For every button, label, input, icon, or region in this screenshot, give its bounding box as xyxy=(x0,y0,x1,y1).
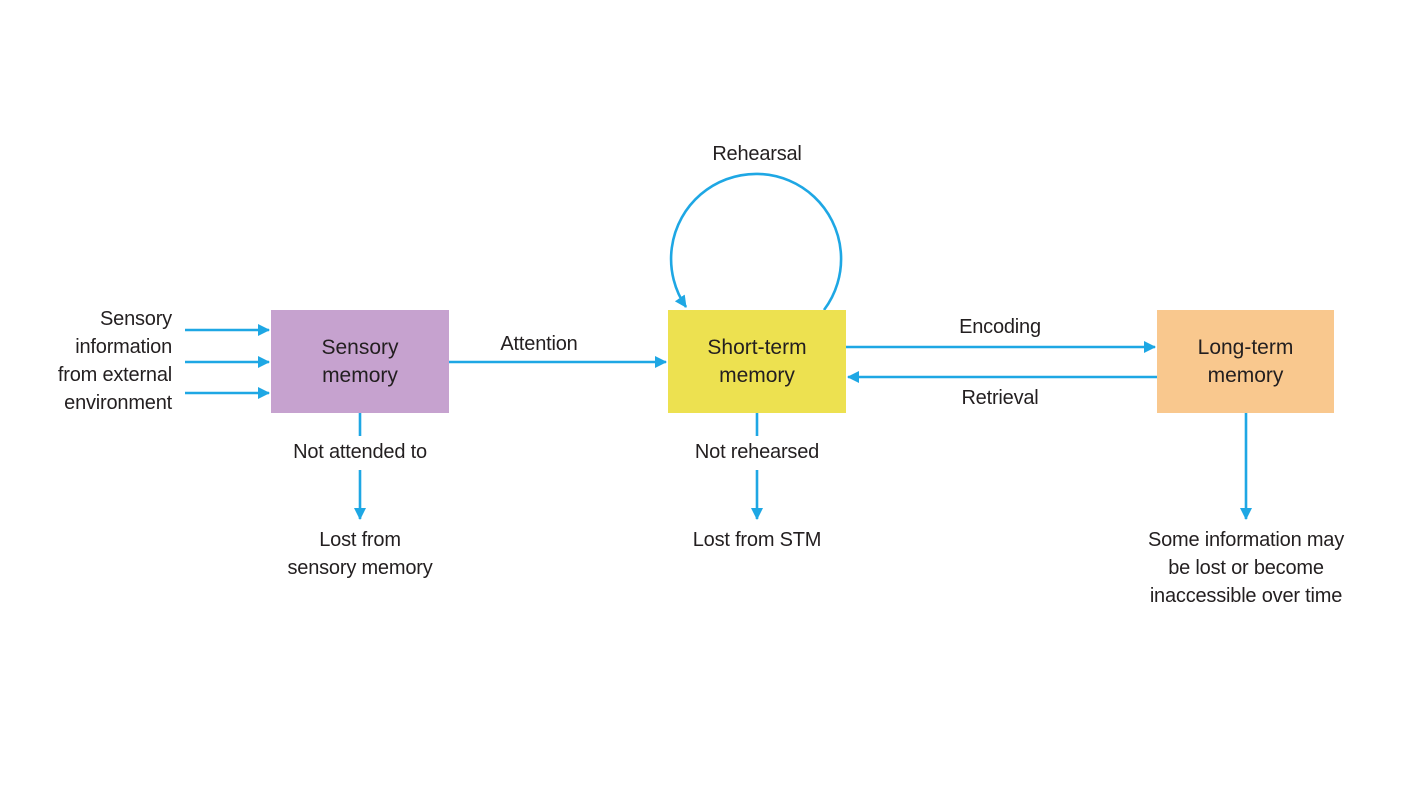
rehearsal-loop-arrow xyxy=(669,172,843,311)
retrieval-label: Retrieval xyxy=(961,387,1039,409)
not-rehearsed-label: Not rehearsed xyxy=(694,441,820,463)
rehearsal-label: Rehearsal xyxy=(712,143,802,165)
short-term-memory-box: Short-term memory xyxy=(668,310,846,413)
sensory-input-label: Sensory information from external enviro… xyxy=(57,308,172,414)
ltm-loss-label: Some information may be lost or become i… xyxy=(1147,529,1345,607)
not-attended-label: Not attended to xyxy=(293,441,427,463)
attention-label: Attention xyxy=(500,333,578,355)
sensory-memory-box: Sensory memory xyxy=(271,310,449,413)
encoding-label: Encoding xyxy=(959,316,1041,338)
lost-from-stm-label: Lost from STM xyxy=(692,529,822,551)
lost-from-sensory-label: Lost from sensory memory xyxy=(287,529,433,579)
long-term-memory-box: Long-term memory xyxy=(1157,310,1334,413)
